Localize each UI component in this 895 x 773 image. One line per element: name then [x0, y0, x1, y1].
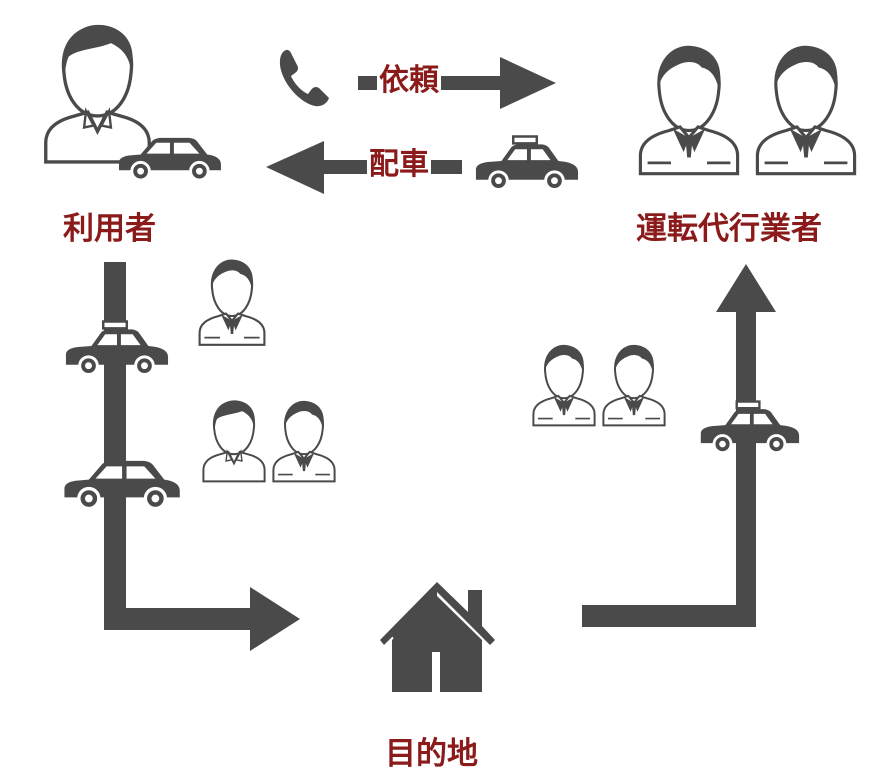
user-person-icon — [44, 23, 151, 164]
operator-driver-icon — [638, 44, 740, 176]
dispatch-label: 配車 — [367, 147, 431, 182]
request-label: 依頼 — [377, 63, 441, 98]
driver-icon — [272, 399, 336, 483]
driver-icon — [532, 343, 596, 427]
person-icon — [202, 399, 266, 483]
operator-label: 運転代行業者 — [636, 211, 822, 247]
dispatch-arrow — [266, 141, 462, 194]
path-destination-to-operator — [582, 264, 776, 627]
dispatch-taxi-icon — [474, 135, 580, 192]
riding-drivers — [198, 258, 336, 483]
house-icon — [380, 582, 495, 692]
phone-icon — [279, 49, 329, 107]
operator-driver-icon — [755, 44, 857, 176]
destination-label: 目的地 — [385, 736, 478, 772]
driver-icon — [602, 343, 666, 427]
operator-group — [638, 44, 857, 176]
user-group — [44, 23, 223, 182]
driver-icon — [198, 258, 266, 346]
returning-drivers — [532, 343, 666, 427]
path-user-to-destination — [104, 262, 300, 651]
user-label: 利用者 — [63, 211, 156, 247]
